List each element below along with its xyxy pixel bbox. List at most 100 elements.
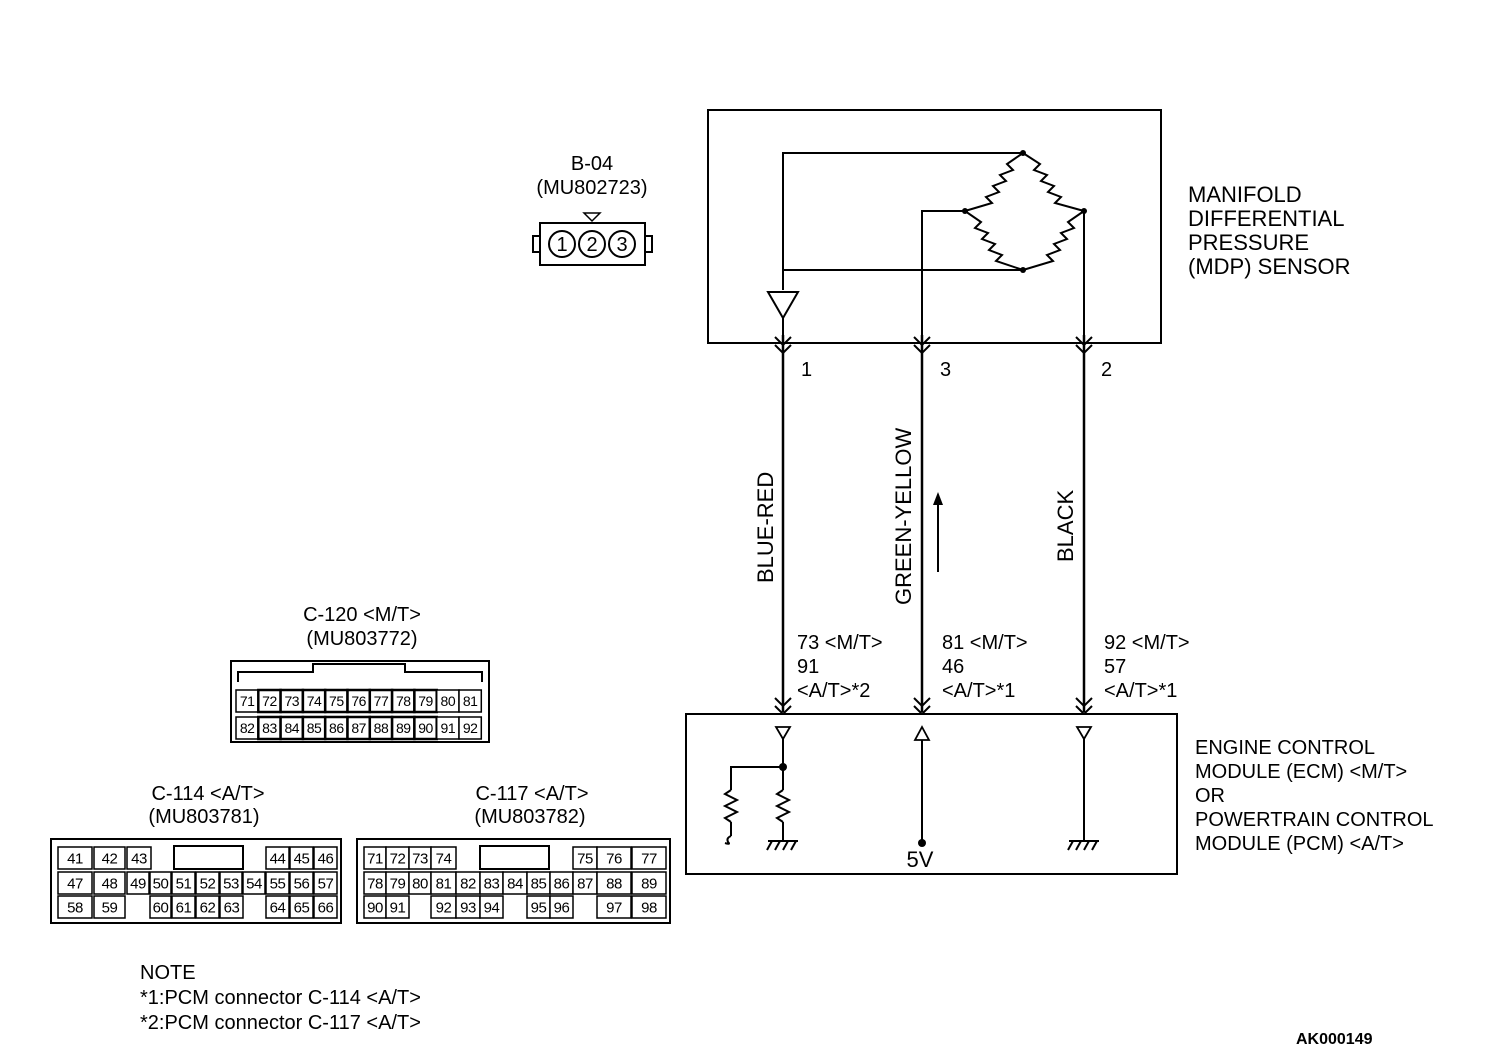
sensor-connector-id: B-04 (571, 153, 613, 175)
pin-cell (57, 895, 93, 919)
pin-number: 78 (367, 875, 383, 892)
pin-cell (479, 895, 504, 919)
pin-cell (631, 846, 667, 870)
pin-cell (385, 895, 410, 919)
connector-pin: 1 (556, 234, 567, 256)
pin-number: 78 (396, 693, 411, 709)
pin-cell (149, 895, 172, 919)
pin-cell (596, 846, 632, 870)
pin-number: 90 (367, 899, 383, 916)
terminal-label: 73 <M/T> 91 <A/T>*2 (797, 632, 888, 702)
signal-direction-arrow-icon (933, 492, 943, 572)
pin-cell (631, 895, 667, 919)
pin-cell (265, 895, 290, 919)
connector-part: (MU803772) (306, 628, 417, 650)
pin-cell (458, 716, 483, 740)
pin-cell (126, 871, 150, 895)
pin-number: 56 (294, 875, 310, 892)
pin-number: 77 (374, 693, 389, 709)
pin-number: 42 (102, 850, 118, 867)
resistor-icon (722, 789, 740, 823)
connector-title: C-120 <M/T> (303, 604, 421, 626)
wire-pin-number: 3 (940, 359, 951, 381)
pin-number: 85 (307, 720, 322, 736)
terminal-label: 92 <M/T> 57 <A/T>*1 (1104, 632, 1195, 702)
pin-cell (171, 895, 196, 919)
pin-number: 92 (463, 720, 478, 736)
pin-number: 93 (460, 899, 476, 916)
pin-cell (313, 871, 338, 895)
pin-number: 61 (176, 899, 192, 916)
connector-key-icon (582, 212, 602, 223)
connector-title: C-114 <A/T> (151, 783, 264, 805)
bridge-resistor-icon (964, 210, 1024, 271)
pin-cell (265, 871, 290, 895)
pin-cell (242, 871, 266, 895)
pin-number: 72 (262, 693, 277, 709)
pin-number: 83 (262, 720, 277, 736)
pin-number: 52 (200, 875, 216, 892)
pin-number: 88 (374, 720, 389, 736)
amplifier-icon (766, 291, 800, 321)
pin-number: 76 (351, 693, 366, 709)
pin-number: 62 (200, 899, 216, 916)
connector-title: C-117 <A/T> (475, 783, 588, 805)
pin-number: 94 (484, 899, 500, 916)
pin-number: 80 (441, 693, 456, 709)
pin-number: 74 (436, 850, 452, 867)
pin-number: 64 (270, 899, 286, 916)
ground-icon (1067, 840, 1099, 851)
pin-cell (126, 846, 152, 870)
pin-number: 72 (390, 850, 406, 867)
pin-cell (219, 895, 244, 919)
pin-number: 74 (307, 693, 322, 709)
pin-cell (631, 871, 667, 895)
signal-out-icon (724, 822, 732, 845)
sensor-box (707, 109, 1162, 344)
bridge-resistor-icon (1022, 152, 1085, 212)
pin-number: 63 (224, 899, 240, 916)
pin-number: 46 (318, 850, 334, 867)
pin-number: 53 (223, 875, 239, 892)
pin-number: 76 (606, 850, 622, 867)
figure-id: AK000149 (1296, 1031, 1373, 1048)
pin-number: 86 (329, 720, 344, 736)
pin-number: 44 (270, 850, 286, 867)
pin-number: 82 (240, 720, 255, 736)
note-title: NOTE (140, 962, 196, 984)
pin-cell (313, 846, 338, 870)
pin-number: 92 (436, 899, 452, 916)
pin-number: 79 (418, 693, 433, 709)
pin-number: 98 (641, 899, 657, 916)
pin-cell (549, 895, 574, 919)
connector-pin: 3 (616, 234, 627, 256)
note-line: *1:PCM connector C-114 <A/T> (140, 987, 421, 1009)
pin-number: 75 (577, 850, 593, 867)
pin-cell (313, 895, 338, 919)
note-line: *2:PCM connector C-117 <A/T> (140, 1012, 421, 1034)
pin-cell (265, 846, 290, 870)
pin-number: 73 (284, 693, 299, 709)
resistor-icon (774, 789, 792, 823)
connector-pin: 2 (586, 234, 597, 256)
pin-cell (458, 689, 483, 713)
pin-cell (149, 871, 172, 895)
pin-number: 84 (284, 720, 299, 736)
pin-cell (93, 895, 126, 919)
pin-cell (289, 871, 314, 895)
supply-voltage: 5V (907, 847, 934, 872)
pin-number: 91 (390, 899, 406, 916)
pin-number: 95 (531, 899, 547, 916)
pin-number: 87 (351, 720, 366, 736)
ground-icon (766, 840, 798, 851)
bridge-resistor-icon (964, 152, 1024, 212)
pin-number: 73 (412, 850, 428, 867)
pin-number: 97 (606, 899, 622, 916)
pin-number: 57 (318, 875, 334, 892)
pin-cell (195, 895, 220, 919)
pin-cell (93, 846, 126, 870)
pin-number: 87 (577, 875, 593, 892)
pin-cell (596, 895, 632, 919)
pin-cell (219, 871, 243, 895)
